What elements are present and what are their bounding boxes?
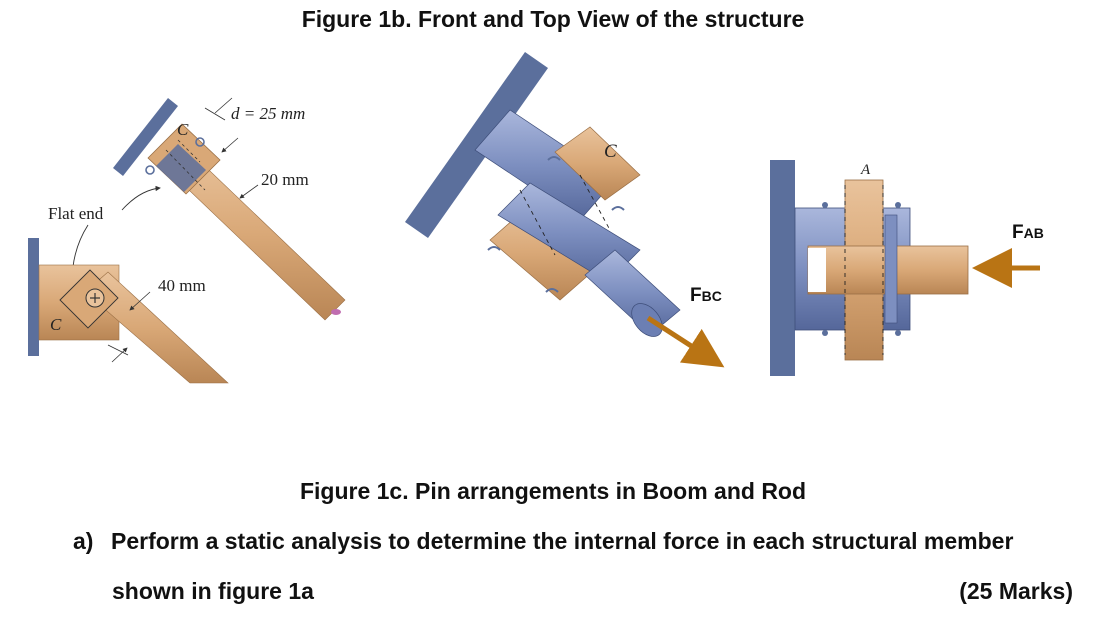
middle-pin-diagram <box>405 52 725 368</box>
lower-rod <box>84 271 229 384</box>
middle-rod <box>584 249 681 336</box>
question-label: a) <box>73 528 94 554</box>
a-right-label: A <box>860 162 871 178</box>
left-pin-diagram <box>28 97 346 384</box>
question-text: Perform a static analysis to determine t… <box>111 528 1014 554</box>
f-bc-arrow <box>646 315 725 368</box>
c-lower-label: C <box>50 315 62 334</box>
marks-label: (25 Marks) <box>959 578 1073 604</box>
question-text-line1: a) Perform a static analysis to determine… <box>73 528 1013 555</box>
middle-clevis <box>497 182 641 283</box>
d-dimension-label: d = 25 mm <box>231 104 305 123</box>
middle-wall <box>405 52 548 238</box>
upper-pin-plate <box>156 144 206 192</box>
width-40-label: 40 mm <box>158 276 206 295</box>
figure-1b-title: Figure 1b. Front and Top View of the str… <box>301 6 805 32</box>
middle-pin-top <box>554 126 641 201</box>
figure-1c-title: Figure 1c. Pin arrangements in Boom and … <box>299 478 807 504</box>
f-bc-label: FBC <box>690 285 722 306</box>
lower-wall <box>28 238 39 356</box>
flat-end-label: Flat end <box>48 204 104 223</box>
width-20-label: 20 mm <box>261 170 309 189</box>
upper-wall <box>113 98 178 176</box>
c-upper-label: C <box>177 120 189 139</box>
right-pin-diagram <box>770 160 1040 376</box>
question-text-line2: shown in figure 1a <box>112 578 314 604</box>
c-middle-label: C <box>604 141 617 162</box>
f-ab-label: FAB <box>1012 222 1044 243</box>
right-wall <box>770 160 795 376</box>
